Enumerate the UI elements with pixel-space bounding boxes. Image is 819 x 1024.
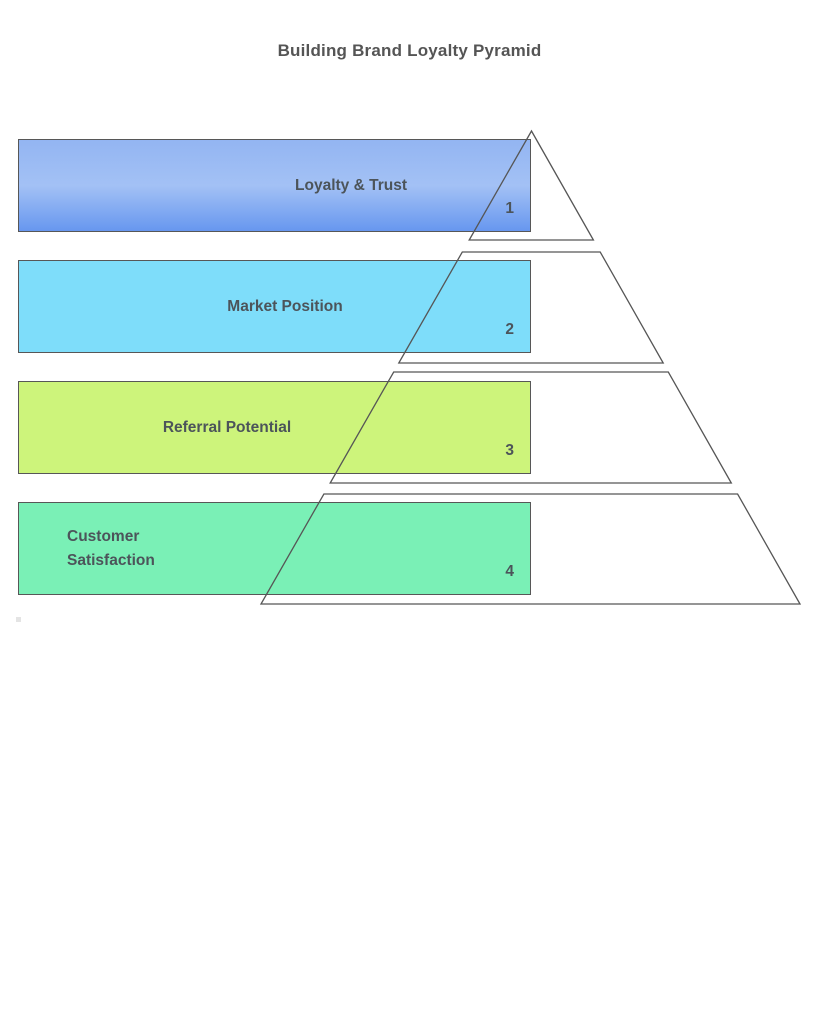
page-title: Building Brand Loyalty Pyramid: [277, 41, 542, 60]
pyramid-level-4-rank: 4: [505, 563, 514, 580]
pyramid-level-1-rank: 1: [505, 200, 514, 217]
pyramid-level-2-label: Market Position: [227, 297, 343, 315]
pyramid-level-3-label: Referral Potential: [162, 418, 292, 436]
pyramid-level-4-label: Customer Satisfaction: [67, 527, 155, 569]
pyramid-level-4-bar: Customer Satisfaction 4: [18, 502, 531, 595]
pyramid-level-3-bar: Referral Potential 3: [18, 381, 531, 474]
stray-dot: [16, 617, 21, 622]
pyramid-level-1-bar: Loyalty & Trust 1: [18, 139, 531, 232]
pyramid-level-1-label: Loyalty & Trust: [295, 176, 407, 194]
pyramid-level-2-rank: 2: [505, 321, 514, 338]
pyramid-level-2-bar: Market Position 2: [18, 260, 531, 353]
pyramid-level-3-rank: 3: [505, 442, 514, 459]
